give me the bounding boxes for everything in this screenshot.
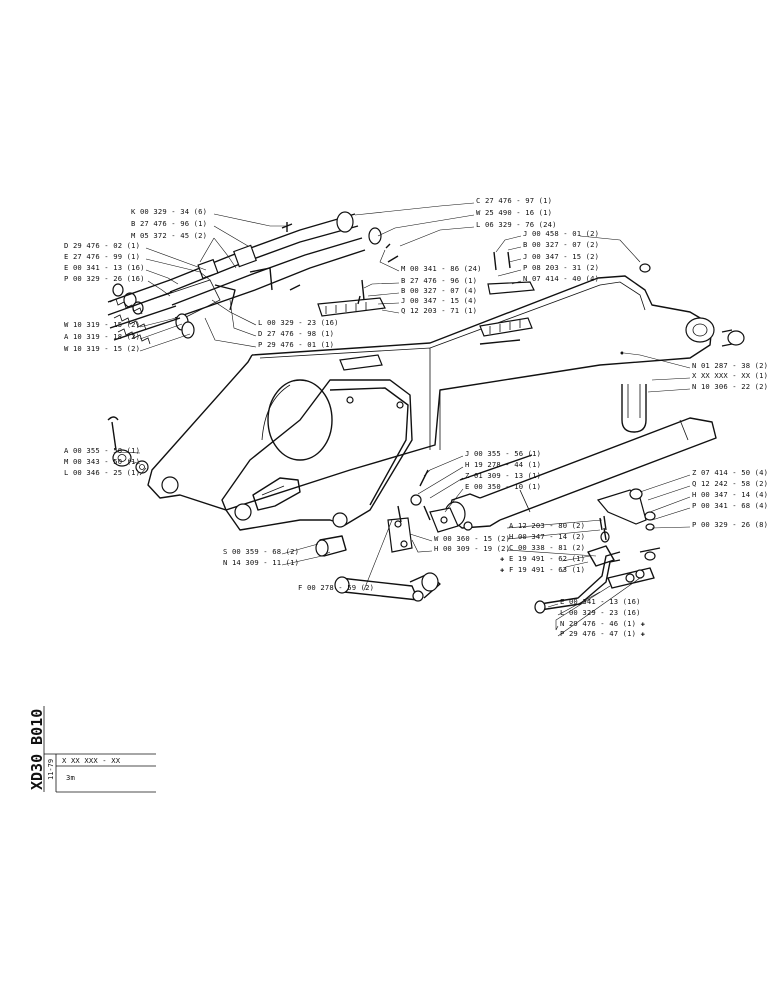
part-callout-c37: Q 12 242 - 58 (2) (692, 479, 768, 488)
part-callout-c13: M 00 341 - 86 (24) (401, 264, 482, 273)
hose-clamps (317, 243, 651, 371)
part-callout-c29: N 10 306 - 22 (2) (692, 382, 768, 391)
part-callout-c5: L 06 329 - 76 (24) (476, 220, 557, 229)
pins-and-bushings (107, 416, 473, 602)
part-callout-c41: A 12 203 - 80 (2) (509, 521, 585, 530)
part-callout-c26: W 10 319 - 15 (2) (64, 344, 140, 353)
part-callout-c35: Z 07 414 - 50 (4) (692, 468, 768, 477)
part-callout-c16: B 27 476 - 96 (1) (401, 276, 477, 285)
part-callout-c2: K 00 329 - 34 (6) (131, 207, 207, 216)
part-callout-c48: N 14 309 - 11 (1) (223, 558, 299, 567)
part-callout-c44: H 00 347 - 14 (2) (509, 532, 585, 541)
part-callout-c8: D 29 476 - 02 (1) (64, 241, 140, 250)
part-callout-c31: J 00 355 - 56 (1) (465, 449, 541, 458)
reference-number: X XX XXX - XX (62, 756, 121, 765)
boom-body (147, 275, 745, 531)
part-callout-c39: H 00 347 - 14 (4) (692, 490, 768, 499)
part-callout-c40: P 00 341 - 68 (4) (692, 501, 768, 510)
part-callout-c23: D 27 476 - 98 (1) (258, 329, 334, 338)
part-callout-c11: J 00 347 - 15 (2) (523, 252, 599, 261)
part-callout-c24: A 10 319 - 18 (2) (64, 332, 140, 341)
part-callout-c20: Q 12 203 - 71 (1) (401, 306, 477, 315)
hydraulic-pipes (107, 211, 382, 345)
part-callout-c42: P 00 329 - 26 (8) (692, 520, 768, 529)
part-callout-c21: L 00 329 - 23 (16) (258, 318, 339, 327)
lift-cylinder (444, 384, 717, 531)
part-callout-c14: P 08 203 - 31 (2) (523, 263, 599, 272)
part-callout-c10: E 27 476 - 99 (1) (64, 252, 140, 261)
part-callout-c6: M 05 372 - 45 (2) (131, 231, 207, 240)
drawing-date: 11-79 (47, 759, 55, 780)
part-callout-c50: ✚ F 19 491 - 63 (1) (500, 565, 585, 574)
part-callout-c54: N 29 476 - 46 (1) ✚ (560, 619, 646, 628)
part-callout-c49: ✚ E 19 491 - 62 (1) (500, 554, 585, 563)
part-callout-c28: X XX XXX - XX (1) (692, 371, 768, 380)
part-callout-c45: H 00 309 - 19 (2) (434, 544, 510, 553)
part-callouts: C 27 476 - 97 (1) K 00 329 - 34 (6) W 25 4… (64, 196, 768, 638)
part-callout-c33: H 19 278 - 44 (1) (465, 460, 541, 469)
part-callout-c3: W 25 490 - 16 (1) (476, 208, 552, 217)
drawing-code: XD30 B010 (28, 709, 46, 790)
side-pipe-assembly (534, 527, 661, 614)
part-callout-c27: N 01 287 - 38 (2) (692, 361, 768, 370)
part-callout-c51: F 00 278 - 59 (2) (298, 583, 374, 592)
part-callout-c34: L 00 346 - 25 (1) (64, 468, 140, 477)
part-callout-c1: C 27 476 - 97 (1) (476, 196, 552, 205)
part-callout-c25: P 29 476 - 01 (1) (258, 340, 334, 349)
part-callout-c4: B 27 476 - 96 (1) (131, 219, 207, 228)
assembly-description: 3m (66, 773, 75, 782)
part-callout-c52: E 00 341 - 13 (16) (560, 597, 641, 606)
part-callout-c22: W 10 319 - 15 (2) (64, 320, 140, 329)
part-callout-c38: E 00 350 - 10 (1) (465, 482, 541, 491)
part-callout-c17: N 07 414 - 40 (4) (523, 274, 599, 283)
part-callout-c12: E 00 341 - 13 (16) (64, 263, 145, 272)
part-callout-c47: C 00 338 - 81 (2) (509, 543, 585, 552)
part-callout-c32: M 00 343 - 50 (1) (64, 457, 140, 466)
part-callout-c15: P 00 329 - 26 (16) (64, 274, 145, 283)
part-callout-c30: A 00 355 - 58 (1) (64, 446, 140, 455)
part-callout-c55: P 29 476 - 47 (1) ✚ (560, 629, 646, 638)
part-callout-c46: S 00 359 - 68 (2) (223, 547, 299, 556)
part-callout-c36: Z 01 309 - 13 (1) (465, 471, 541, 480)
part-callout-c18: B 00 327 - 07 (4) (401, 286, 477, 295)
part-callout-c19: J 00 347 - 15 (4) (401, 296, 477, 305)
leader-lines (115, 202, 691, 637)
title-block: XD30 B010 11-79 X XX XXX - XX 3m (28, 706, 156, 793)
part-callout-c9: B 00 327 - 07 (2) (523, 240, 599, 249)
part-callout-c7: J 00 458 - 01 (2) (523, 229, 599, 238)
part-callout-c43: W 00 360 - 15 (2) (434, 534, 510, 543)
part-callout-c53: L 00 329 - 23 (16) (560, 608, 641, 617)
